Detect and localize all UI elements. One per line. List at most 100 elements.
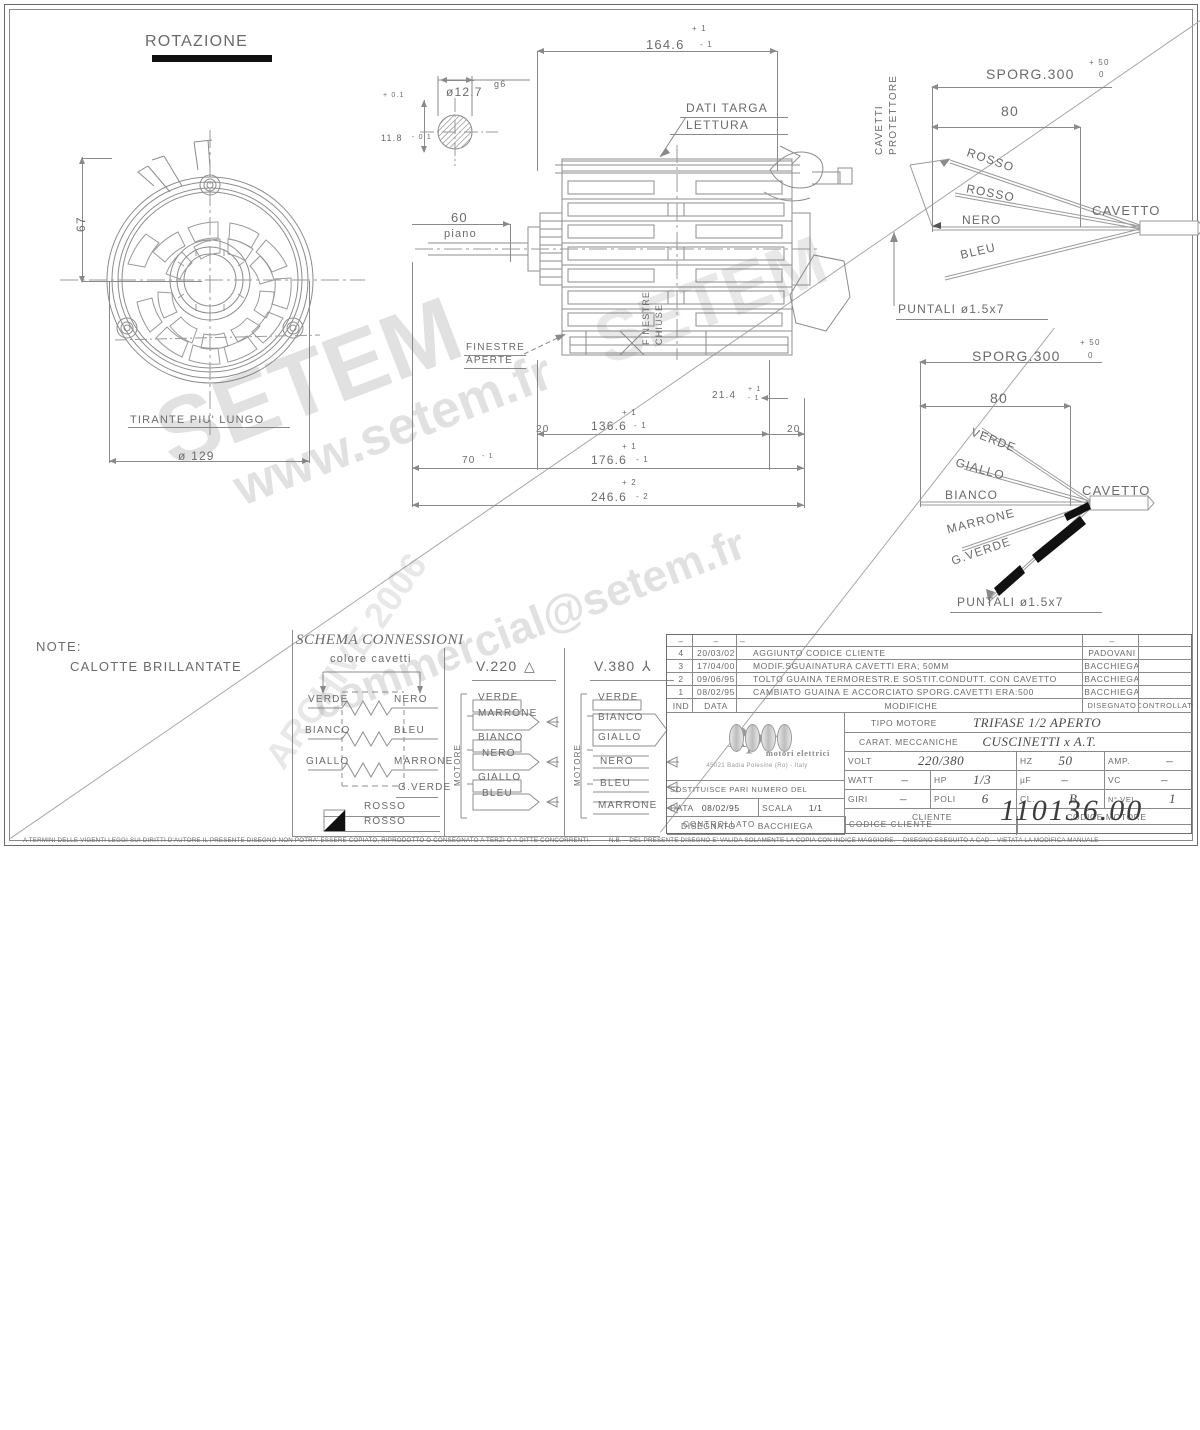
dim-164-6-value: 164.6 [646, 37, 685, 52]
cliente-label: CLIENTE [845, 809, 1017, 825]
dim-129-ext-left [109, 281, 110, 463]
dim-136-6-value: 136.6 [591, 419, 628, 433]
dim-67-ext-bottom [82, 281, 202, 282]
dim-67-arrow-bottom [79, 276, 85, 283]
winding-1-right: BLEU [394, 725, 425, 736]
dim-20-right-value: 20 [787, 424, 801, 435]
uf-value: – [1061, 772, 1069, 787]
data-label-text: DATA [670, 802, 694, 813]
rosso-top-label: ROSSO [364, 801, 407, 812]
dim-80-bottom-value: 80 [990, 390, 1008, 406]
dim-246-6-arrow-left [412, 502, 419, 508]
hz-label: HZ [1020, 756, 1033, 766]
disegnato-label-text: DISEGNATO [681, 820, 736, 831]
rev-row-0-ind: 4 [667, 647, 693, 660]
v380-single-1: BLEU [600, 778, 631, 789]
cable-top-cavetto-label: CAVETTO [1092, 203, 1161, 218]
carat-meccaniche-row: CARAT. MECCANICHE CUSCINETTI x A.T. [845, 733, 1193, 752]
dati-targa-label-2: LETTURA [686, 118, 750, 132]
dim-11-8-value: 11.8 [381, 133, 403, 143]
schema-subtitle: colore cavetti [330, 653, 412, 665]
cliente-value-cell [845, 825, 1017, 835]
nvel-cell: N° VEL. 1 [1105, 790, 1193, 809]
volt-cell: VOLT 220/380 [845, 752, 1017, 771]
rev-row-0-by: PADOVANI [1083, 647, 1139, 660]
nvel-label: N° VEL. [1108, 794, 1139, 804]
dim-60-arrow-right [503, 221, 510, 227]
vc-cell: VC – [1105, 771, 1193, 790]
dim-136-6-arrow-right [762, 431, 769, 437]
dim-67-arrow-top [79, 157, 85, 164]
rev-row-3-text: CAMBIATO GUAINA E ACCORCIATO SPORG.CAVET… [737, 686, 1083, 699]
dim-12-7-value: ø12.7 [446, 85, 483, 99]
sporg-top-line [932, 87, 1112, 88]
rotazione-arrow-bar [152, 55, 272, 62]
dim-20-right-arrow [798, 431, 805, 437]
dim-176-6-tol-plus: + 1 [622, 442, 637, 451]
watt-value: – [901, 772, 909, 787]
amp-cell: AMP. – [1105, 752, 1193, 771]
rev-row-0-chk [1139, 647, 1193, 660]
rev-empty-chk [1139, 635, 1193, 647]
sporg-top-tol-plus: + 50 [1089, 58, 1110, 67]
puntali-bottom-label: PUNTALI ø1.5x7 [957, 595, 1064, 609]
winding-2-right: MARRONE [394, 756, 454, 767]
rev-row-2-chk [1139, 673, 1193, 686]
rev-row-2-date: 09/06/95 [693, 673, 737, 686]
nvel-value: 1 [1168, 791, 1176, 806]
dim-21-4-tol-plus: + 1 [748, 386, 762, 393]
dim-80-bottom-line [920, 406, 1070, 407]
v220-pair-2-a: GIALLO [478, 772, 522, 783]
dim-60-label: piano [444, 228, 477, 240]
tipo-motore-row: TIPO MOTORE TRIFASE 1/2 APERTO [845, 713, 1193, 733]
rev-empty-ind: – [667, 635, 693, 647]
amp-value: – [1166, 753, 1174, 768]
motor-ext-line-far-right [804, 398, 805, 508]
motor-body-drawing [415, 145, 820, 360]
dim-129-value: ø 129 [178, 449, 215, 463]
dim-164-6-tol-minus: - 1 [700, 40, 713, 49]
rev-header-disegnato: DISEGNATO [1083, 699, 1139, 713]
v380-single-2: MARRONE [598, 800, 658, 811]
v380-group-1: BIANCO [598, 712, 644, 723]
motor-ext-line-left [537, 360, 538, 470]
amp-label: AMP. [1108, 756, 1131, 766]
rev-header-data: DATA [693, 699, 737, 713]
codice-motore-value-frame [1016, 808, 1178, 834]
v220-symbol: △ [524, 658, 536, 674]
dim-12-7-tolerance-class: g6 [494, 79, 507, 89]
dim-67-ext-top [82, 158, 112, 159]
cable-bottom-cavetto-label: CAVETTO [1082, 483, 1151, 498]
rev-row-3-ind: 1 [667, 686, 693, 699]
company-logo-cell: Rpm motori elettrici 45021 Badia Polesin… [667, 713, 845, 781]
dati-targa-underline-2 [670, 134, 788, 135]
dim-20-left-value: 20 [536, 424, 550, 435]
footer-legal-left: A TERMINI DELLE VIGENTI LEGGI SUI DIRITT… [23, 837, 591, 844]
cl-cell: CL. B [1017, 790, 1105, 809]
rev-row-3-by: BACCHIEGA [1083, 686, 1139, 699]
note-body: CALOTTE BRILLANTATE [70, 659, 242, 674]
sporg-bottom-line [920, 362, 1102, 363]
rosso-bottom-label: ROSSO [364, 816, 407, 827]
sheet-border-outer [4, 4, 1198, 846]
dati-targa-leader [659, 116, 687, 158]
schema-connessioni: SCHEMA CONNESSIONI colore cavetti [292, 630, 679, 837]
dim-176-6-arrow-left [412, 465, 419, 471]
puntali-top-label: PUNTALI ø1.5x7 [898, 302, 1005, 316]
dim-20-right-line [769, 434, 805, 435]
dim-136-6-line [537, 434, 769, 435]
dim-60-value: 60 [451, 210, 468, 225]
v220-pair-1-b: NERO [482, 748, 516, 759]
dim-246-6-tol-minus: - 2 [636, 492, 649, 501]
rev-row-1-ind: 3 [667, 660, 693, 673]
uf-label: µF [1020, 775, 1032, 785]
dim-80-bottom-ext-left [920, 362, 921, 507]
rpm-logo-mark [728, 723, 792, 752]
dim-21-4-arrow-left [761, 395, 768, 401]
dim-11-8-line [424, 100, 425, 152]
giri-value: – [899, 791, 907, 806]
sporg-top-arrow [931, 84, 938, 90]
v380-group-2: GIALLO [598, 732, 642, 743]
